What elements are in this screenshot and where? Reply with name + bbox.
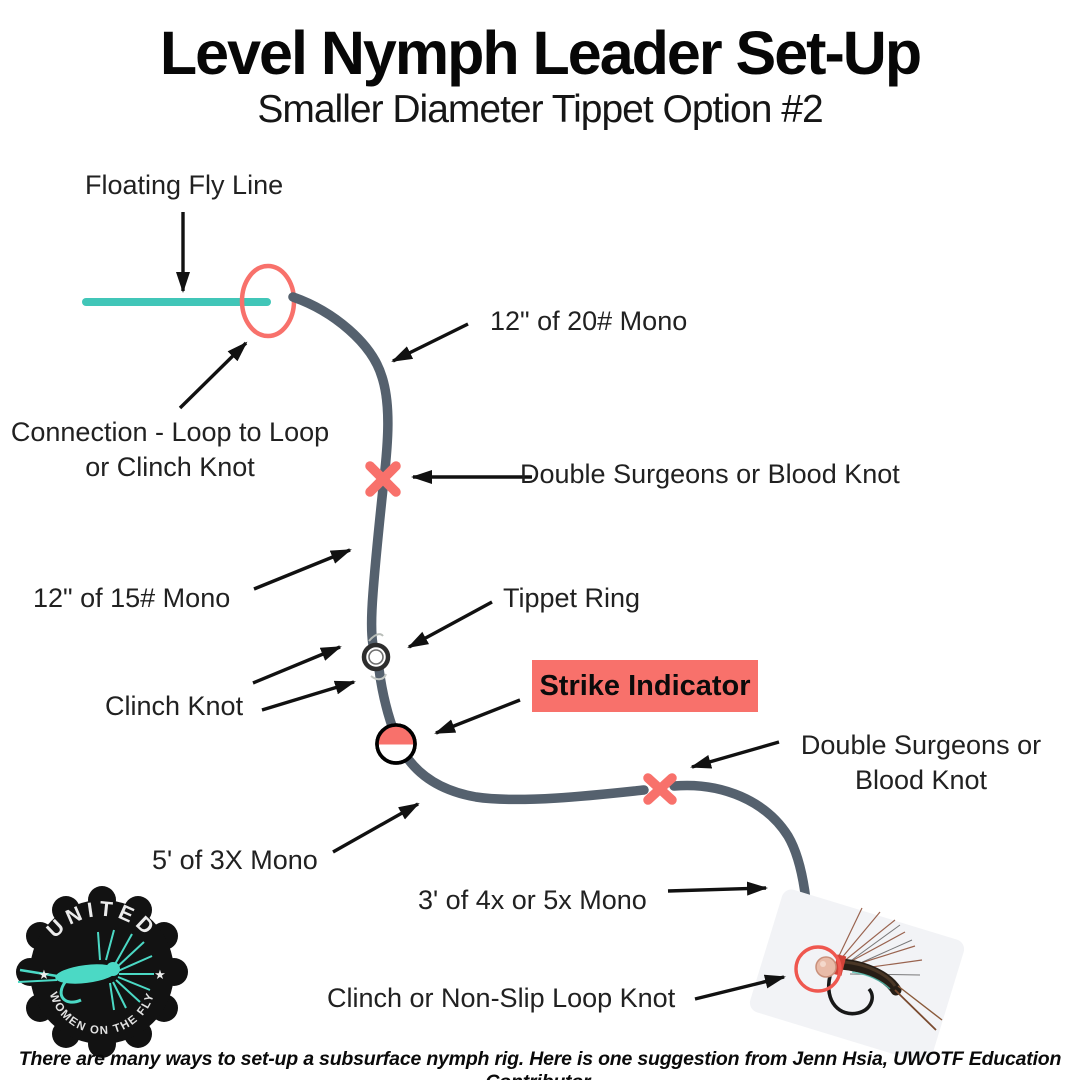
arrow-4x5x-mono (667, 881, 768, 896)
arrow-20lb-mono (391, 322, 469, 363)
logo-fly-icon (17, 929, 154, 1011)
uwotf-logo: UNITED WOMEN ON THE FLY ★ ★ (16, 886, 188, 1058)
label-double-surgeons-2-line2: Blood Knot (854, 765, 988, 796)
label-4x5x-mono: 3' of 4x or 5x Mono (418, 885, 647, 915)
page-subtitle: Smaller Diameter Tippet Option #2 (257, 88, 823, 131)
leader-segment-20lb-15lb (288, 292, 393, 654)
arrow-tippet-ring (407, 600, 493, 649)
leader-segment-3x (374, 664, 649, 805)
label-clinch-knot: Clinch Knot (105, 691, 244, 721)
label-floating-fly-line: Floating Fly Line (85, 170, 284, 200)
arrow-double-surgeons-2 (690, 740, 780, 769)
label-loop-connection: Connection - Loop to Loop or Clinch Knot (0, 415, 340, 485)
label-20lb-mono: 12" of 20# Mono (490, 306, 688, 336)
tippet-ring-graphic (361, 633, 391, 681)
arrow-clinch-knot-lower (261, 680, 356, 712)
arrow-clinch-knot-upper (252, 645, 342, 685)
label-loop-connection-line2: or Clinch Knot (85, 452, 255, 483)
arrow-clinch-loop-knot (694, 974, 786, 1001)
footer-note: There are many ways to set-up a subsurfa… (18, 1048, 1062, 1080)
logo-star-left: ★ (38, 967, 50, 982)
nymph-fly-image (749, 889, 965, 1063)
arrow-3x-mono (332, 802, 420, 854)
label-strike-indicator: Strike Indicator (532, 660, 758, 712)
label-15lb-mono: 12" of 15# Mono (33, 583, 231, 613)
arrow-strike-indicator (434, 698, 521, 735)
label-3x-mono: 5' of 3X Mono (152, 845, 318, 875)
knot-x-mark-2 (643, 773, 677, 805)
strike-indicator-bobber (375, 723, 417, 765)
logo-star-right: ★ (154, 967, 166, 982)
label-tippet-ring: Tippet Ring (503, 583, 641, 613)
arrow-15lb-mono (253, 548, 352, 591)
label-double-surgeons-2-line1: Double Surgeons or (800, 730, 1042, 760)
label-clinch-loop-knot: Clinch or Non-Slip Loop Knot (327, 983, 676, 1013)
label-double-surgeons-1: Double Surgeons or Blood Knot (520, 459, 900, 489)
knot-x-mark-1 (365, 461, 401, 497)
page-title: Level Nymph Leader Set-Up (159, 19, 922, 87)
label-loop-connection-line1: Connection - Loop to Loop (10, 417, 330, 447)
arrow-loop-connection (178, 341, 248, 410)
label-double-surgeons-2: Double Surgeons or Blood Knot (790, 728, 1052, 798)
